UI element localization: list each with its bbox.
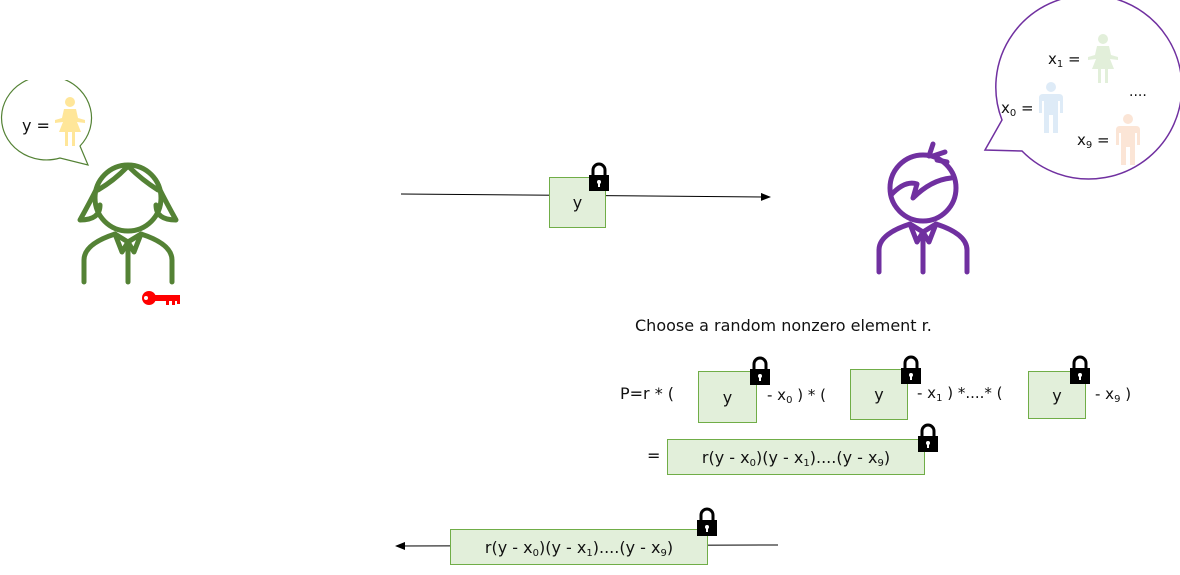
box-y-label: y <box>722 387 733 407</box>
lock-icon <box>589 162 609 191</box>
formula-term-1: - x1 ) *....* ( <box>917 384 1003 404</box>
woman-figure-icon <box>1088 34 1118 83</box>
lock-icon <box>901 355 921 384</box>
encrypted-y-box-0: y <box>698 371 757 423</box>
bob-ellipsis: .... <box>1129 84 1147 100</box>
bob-thought-bubble <box>983 0 1180 180</box>
alice-thought-label: y = <box>22 116 50 135</box>
result-expression: r(y - x0)(y - x1)....(y - x9) <box>701 447 891 469</box>
man-figure-icon <box>1039 82 1063 133</box>
bob-x0-label: x0 = <box>1001 99 1034 119</box>
box-y-label: y <box>874 385 884 404</box>
bob-x1-label: x1 = <box>1048 50 1081 70</box>
bob-person-icon <box>876 141 970 275</box>
lock-icon <box>918 423 938 452</box>
key-icon <box>142 291 180 305</box>
formula-term-9: - x9 ) <box>1095 385 1132 405</box>
lock-icon <box>750 356 770 385</box>
lock-icon <box>1070 355 1090 384</box>
woman-figure-icon <box>55 97 85 146</box>
bob-x9-label: x9 = <box>1077 131 1110 151</box>
formula-term-0: - x0 ) * ( <box>767 386 826 406</box>
encrypted-result-box: r(y - x0)(y - x1)....(y - x9) <box>667 439 925 475</box>
formula-prefix: P=r * ( <box>620 384 675 403</box>
man-figure-icon <box>1116 114 1140 165</box>
encrypted-y-box-1: y <box>850 369 908 420</box>
return-expression: r(y - x0)(y - x1)....(y - x9) <box>484 537 674 559</box>
lock-icon <box>697 507 717 536</box>
alice-person-icon <box>77 162 179 285</box>
encrypted-return-message-box: r(y - x0)(y - x1)....(y - x9) <box>450 529 708 565</box>
box-y-label: y <box>1052 385 1062 405</box>
message-y-label: y <box>572 193 583 212</box>
formula-equals: = <box>647 446 661 465</box>
instruction-text: Choose a random nonzero element r. <box>635 316 932 335</box>
